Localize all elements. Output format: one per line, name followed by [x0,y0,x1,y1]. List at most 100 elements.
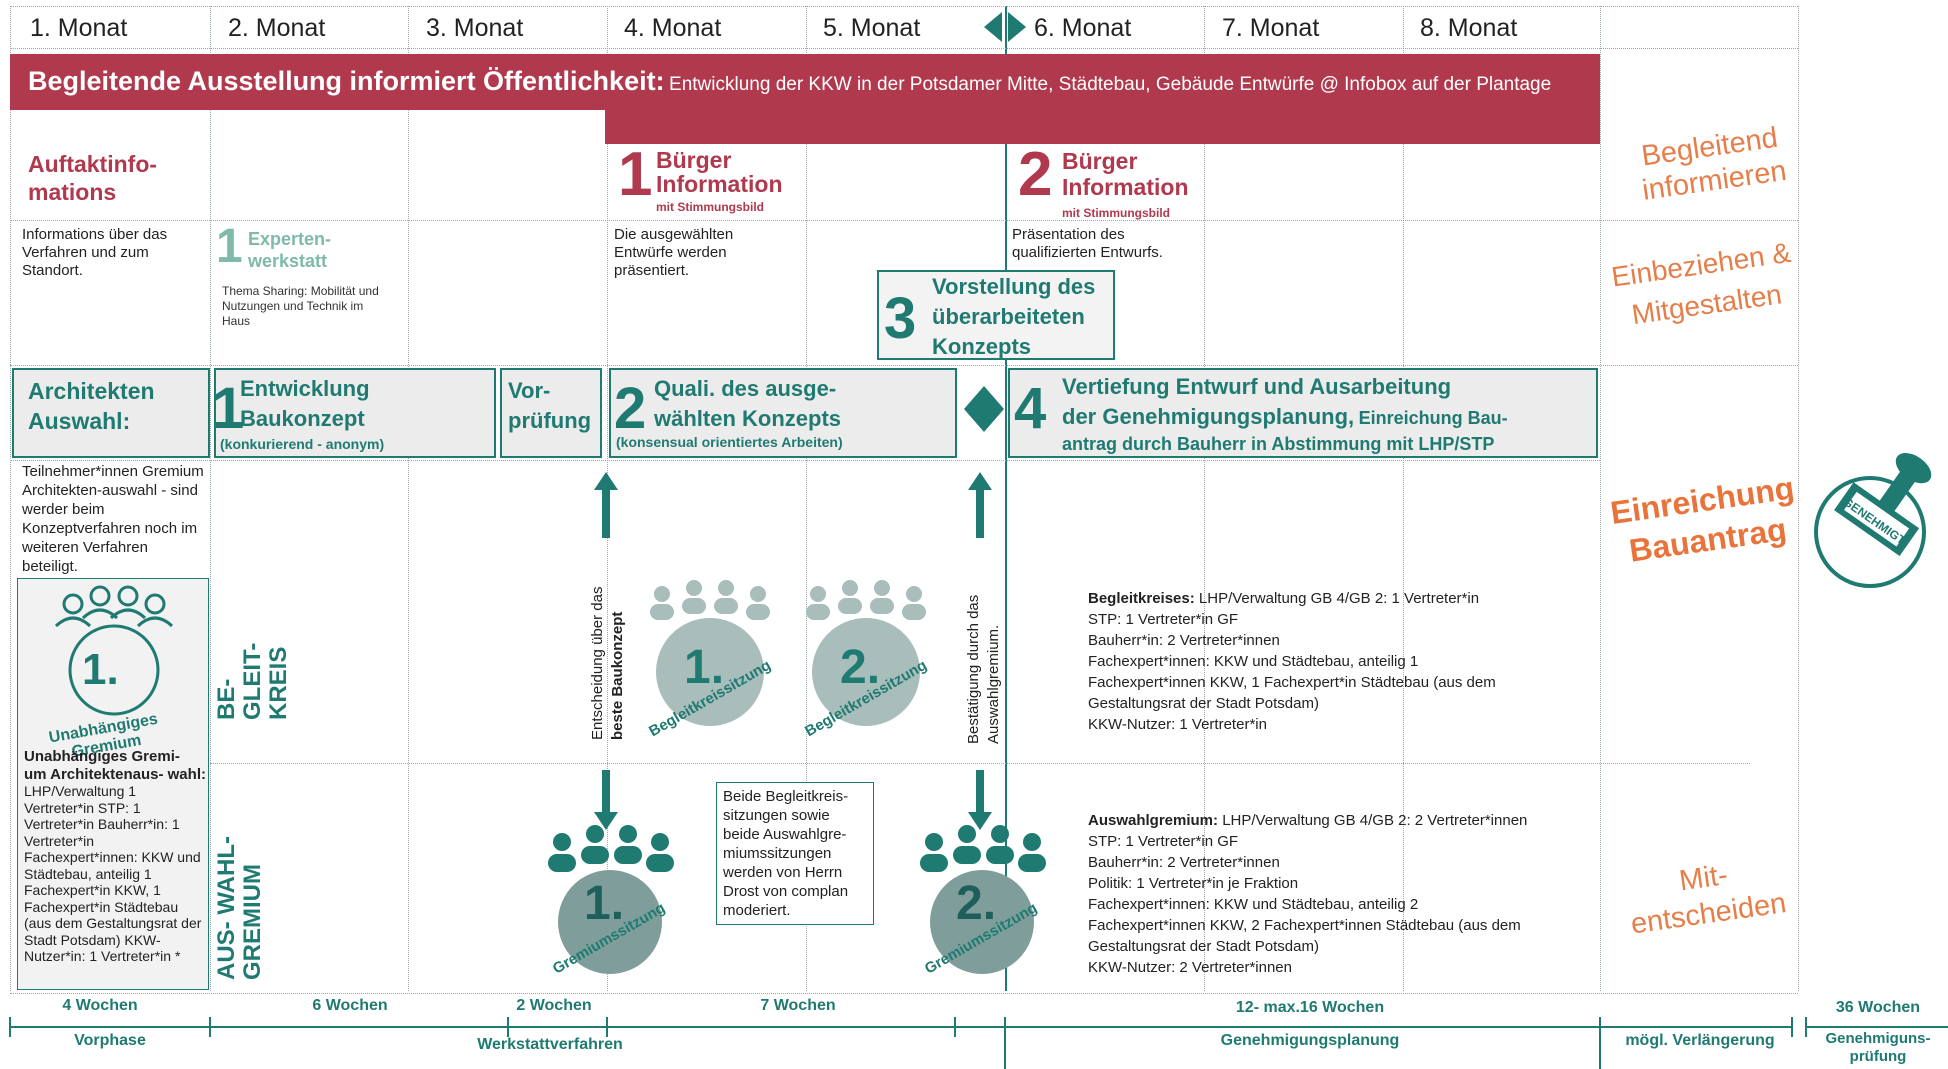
phase2-box [609,368,957,458]
gremium-1-num: 1. [584,877,625,930]
arrow-up-icon [594,472,618,538]
phase1-num: 1 [212,376,245,441]
gremium-session-1-icon [548,825,674,974]
begleitkreis-session-1-icon [650,580,770,726]
begleitkreis-info-line: Fachexpert*innen: KKW und Städtebau, ant… [1088,653,1419,670]
duration-pruefung: 36 Wochen [1835,999,1921,1016]
buerger2-desc: Präsentation des qualifizierten Entwurfs… [1012,226,1163,261]
label-decide: Mit- entscheiden [1628,858,1789,941]
buerger1-title: Bürger Information [656,147,783,197]
timeline-axis [9,1017,1948,1069]
experten-num: 1 [216,220,243,273]
banner-text: Entwicklung der KKW in der Potsdamer Mit… [669,74,1552,95]
duration-genehmigungsplanung: 12- max.16 Wochen [1235,999,1385,1016]
banner-title: Begleitende Ausstellung informiert Öffen… [28,66,665,96]
switch-arrows-icon [984,12,1026,42]
auswahl-info-line: LHP/Verwaltung GB 4/GB 2: 2 Vertreter*in… [1222,812,1528,829]
month-6: 6. Monat [1034,14,1132,42]
auswahl-info-line: KKW-Nutzer: 2 Vertreter*innen [1088,959,1292,976]
label-involve: Einbeziehen & Mitgestalten [1609,236,1793,331]
month-1: 1. Monat [30,14,128,42]
month-7: 7. Monat [1222,14,1320,42]
milestone-diamond-icon [964,386,1004,432]
phase4-title-b: der Genehmigungsplanung, [1062,404,1355,429]
teilnehmer-text: Teilnehmer*innen Gremium Architekten-aus… [22,463,204,575]
entscheidung-line-a: Entscheidung über das [589,586,606,740]
vorstellung-num: 3 [884,286,917,351]
begleitkreis-info-line: Fachexpert*innen KKW, 1 Fachexpert*in St… [1088,674,1496,691]
gremium-session-2-icon [920,825,1046,974]
begleitkreis-info-line: LHP/Verwaltung GB 4/GB 2: 1 Vertreter*in [1198,590,1480,607]
bestaetigung-line-b: Auswahlgremium. [985,624,1002,744]
bestaetigung-line-a: Bestätigung durch das [965,594,982,744]
buerger2-title: Bürger Information [1062,148,1189,200]
auftakt-title: Auftaktinfo- mations [28,151,158,205]
phase2-sub: (konsensual orientiertes Arbeiten) [616,434,843,450]
architekten-box [12,368,210,458]
vorstellung-title: Vorstellung des überarbeiteten Konzepts [932,274,1096,359]
begleitkreis-session-2-icon [806,580,926,726]
auswahl-info-line: Bauherr*in: 2 Vertreter*innen [1088,854,1280,871]
month-3: 3. Monat [426,14,524,42]
auswahl-info-line: Politik: 1 Vertreter*in je Fraktion [1088,875,1299,892]
begleitkreis-info-line: STP: 1 Vertreter*in GF [1088,611,1239,628]
phase2-num: 2 [614,376,647,441]
exhibition-banner [10,54,1600,110]
approved-stamp-icon [1814,453,1932,588]
entscheidung-line-b: beste Baukonzept [609,611,626,740]
gremium-circle-num: 1. [82,645,119,694]
duration-vorpruefung: 2 Wochen [516,997,592,1014]
experten-title: Experten- werkstatt [248,229,332,271]
vorpruefung-box [500,368,602,458]
duration-vorphase: 4 Wochen [62,997,138,1014]
phase1-title: Entwicklung Baukonzept [240,376,370,431]
month-5: 5. Monat [823,14,921,42]
independent-committee-icon [54,585,174,716]
begleitkreis-label: BE- GLEIT- KREIS [213,642,292,720]
auswahl-info-line: Fachexpert*innen: KKW und Städtebau, ant… [1088,896,1419,913]
phase4-box [1008,368,1598,458]
phase-genehmigungsplanung: Genehmigungsplanung [1220,1032,1400,1049]
phase2-title: Quali. des ausge- wählten Konzepts [654,376,842,431]
architekten-title: Architekten Auswahl: [28,378,155,434]
arrow-down-icon [594,770,618,830]
begleitkreis-info-line: KKW-Nutzer: 1 Vertreter*in [1088,716,1267,733]
phase-werkstattverfahren: Werkstattverfahren [477,1036,623,1053]
phase4-title-c: Einreichung Bau- [1358,408,1508,428]
phase-vorphase: Vorphase [74,1032,146,1049]
buerger1-num: 1 [618,140,653,209]
auftakt-desc: Informations über das Verfahren und zum … [22,226,168,279]
auswahl-info-title: Auswahlgremium: [1088,812,1219,829]
label-submission: Einreichung Bauantrag [1608,469,1797,569]
begleitkreis-1-num: 1. [684,641,725,694]
begleitkreis-info-line: Bauherr*in: 2 Vertreter*innen [1088,632,1280,649]
arrow-down-icon [968,770,992,830]
gremium-rest: LHP/Verwaltung 1 Vertreter*in STP: 1 Ver… [24,783,202,964]
moderation-note: Beide Begleitkreis- sitzungen sowie beid… [716,782,874,925]
gremium-2-num: 2. [956,877,997,930]
phase-verlaengerung: mögl. Verlängerung [1625,1032,1775,1049]
auswahl-info-line: Gestaltungsrat der Stadt Potsdam) [1088,938,1319,955]
begleitkreis-2-num: 2. [840,641,881,694]
auswahl-info-line: Fachexpert*innen KKW, 2 Fachexpert*innen… [1088,917,1521,934]
vorstellung-box [877,270,1115,360]
auswahlgremium-label: AUS- WAHL- GREMIUM [213,836,266,980]
month-8: 8. Monat [1420,14,1518,42]
arrow-up-icon [968,472,992,538]
phase4-num: 4 [1014,376,1047,441]
vorpruefung-title: Vor- prüfung [508,378,592,433]
buerger2-sub: mit Stimmungsbild [1062,206,1170,220]
phase1-box [214,368,496,458]
begleitkreis-info-title: Begleitkreises: [1088,590,1195,607]
month-2: 2. Monat [228,14,326,42]
begleitkreis-info-line: Gestaltungsrat der Stadt Potsdam) [1088,695,1319,712]
month-4: 4. Monat [624,14,722,42]
auswahl-info-line: STP: 1 Vertreter*in GF [1088,833,1239,850]
experten-desc: Thema Sharing: Mobilität und Nutzungen u… [222,284,379,328]
phase-pruefung: Genehmiguns- prüfung [1825,1030,1931,1065]
label-inform: Begleitend informieren [1639,121,1789,207]
gremium-bold: Unabhängiges Gremi- um Architektenaus- w… [24,748,206,783]
duration-quali: 7 Wochen [760,997,836,1014]
buerger2-num: 2 [1018,140,1053,209]
buerger1-desc: Die ausgewählten Entwürfe werden präsent… [614,226,734,279]
